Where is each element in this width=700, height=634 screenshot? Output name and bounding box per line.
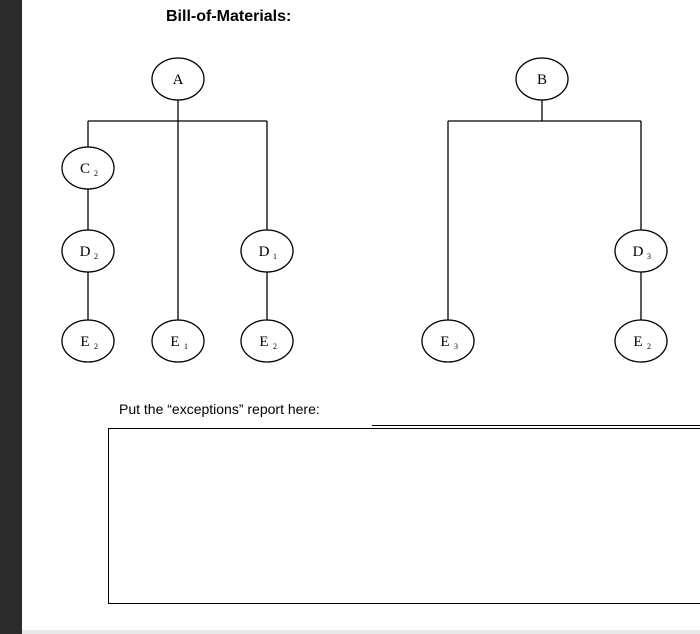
page-title: Bill-of-Materials: — [166, 8, 292, 25]
node-label: E — [80, 334, 89, 350]
node-circle — [61, 146, 115, 190]
report-underline — [372, 425, 700, 426]
node-subscript: 1 — [273, 252, 277, 261]
node-circle — [240, 229, 294, 273]
bom-node-A: A — [151, 57, 205, 101]
node-subscript: 2 — [273, 342, 277, 351]
node-label: E — [633, 334, 642, 350]
node-circle — [151, 319, 205, 363]
node-label: E — [440, 334, 449, 350]
node-subscript: 3 — [454, 342, 458, 351]
node-circle — [515, 57, 569, 101]
bom-node-B: B — [515, 57, 569, 101]
node-label: D — [259, 244, 270, 260]
node-subscript: 2 — [647, 342, 651, 351]
report-prompt: Put the “exceptions” report here: — [119, 401, 320, 417]
node-label: A — [173, 72, 184, 88]
node-circle — [421, 319, 475, 363]
exceptions-report-box[interactable] — [108, 428, 700, 604]
node-label: C — [80, 161, 90, 177]
node-label: E — [259, 334, 268, 350]
node-subscript: 2 — [94, 252, 98, 261]
node-circle — [61, 229, 115, 273]
node-label: E — [170, 334, 179, 350]
node-circle — [151, 57, 205, 101]
node-subscript: 3 — [647, 252, 651, 261]
node-subscript: 2 — [94, 342, 98, 351]
node-label: D — [80, 244, 91, 260]
node-circle — [614, 229, 668, 273]
node-circle — [614, 319, 668, 363]
bottom-strip — [22, 630, 700, 634]
bom-edges — [87, 100, 642, 320]
node-subscript: 1 — [184, 342, 188, 351]
node-circle — [61, 319, 115, 363]
node-label: B — [537, 72, 547, 88]
node-label: D — [633, 244, 644, 260]
node-circle — [240, 319, 294, 363]
node-subscript: 2 — [94, 169, 98, 178]
left-edge-bar — [0, 0, 22, 634]
